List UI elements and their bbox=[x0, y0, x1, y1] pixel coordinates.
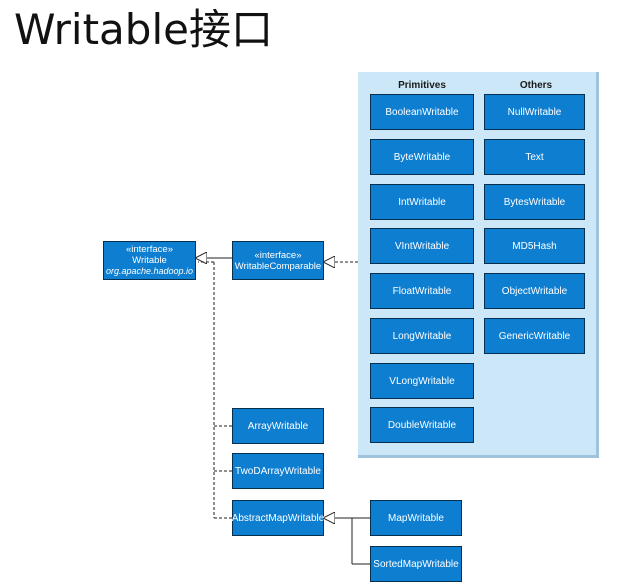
primitive-box: BooleanWritable bbox=[370, 94, 474, 130]
other-box: ObjectWritable bbox=[484, 273, 585, 309]
primitive-box: FloatWritable bbox=[370, 273, 474, 309]
twod-array-writable-box: TwoDArrayWritable bbox=[232, 453, 324, 489]
writable-comparable-interface-box: «interface» WritableComparable bbox=[232, 241, 324, 280]
comparable-name: WritableComparable bbox=[234, 260, 322, 272]
map-writable-box: MapWritable bbox=[370, 500, 462, 536]
array-writable-box: ArrayWritable bbox=[232, 408, 324, 444]
primitive-box: VIntWritable bbox=[370, 228, 474, 264]
primitive-box: LongWritable bbox=[370, 318, 474, 354]
abstract-map-writable-box: AbstractMapWritable bbox=[232, 500, 324, 536]
comparable-stereotype: «interface» bbox=[254, 249, 302, 261]
sorted-map-writable-box: SortedMapWritable bbox=[370, 546, 462, 582]
others-header: Others bbox=[519, 80, 553, 91]
other-box: Text bbox=[484, 139, 585, 175]
other-box: GenericWritable bbox=[484, 318, 585, 354]
primitive-box: VLongWritable bbox=[370, 363, 474, 399]
other-box: NullWritable bbox=[484, 94, 585, 130]
primitive-box: IntWritable bbox=[370, 184, 474, 220]
writable-stereotype: «interface» bbox=[125, 244, 173, 255]
page-title: Writable接口 bbox=[14, 5, 273, 54]
writable-name: Writable bbox=[132, 255, 167, 266]
primitive-box: DoubleWritable bbox=[370, 407, 474, 443]
other-box: BytesWritable bbox=[484, 184, 585, 220]
writable-interface-box: «interface» Writable org.apache.hadoop.i… bbox=[103, 241, 196, 280]
primitive-box: ByteWritable bbox=[370, 139, 474, 175]
writable-package: org.apache.hadoop.io bbox=[105, 266, 194, 276]
other-box: MD5Hash bbox=[484, 228, 585, 264]
primitives-header: Primitives bbox=[398, 80, 446, 91]
